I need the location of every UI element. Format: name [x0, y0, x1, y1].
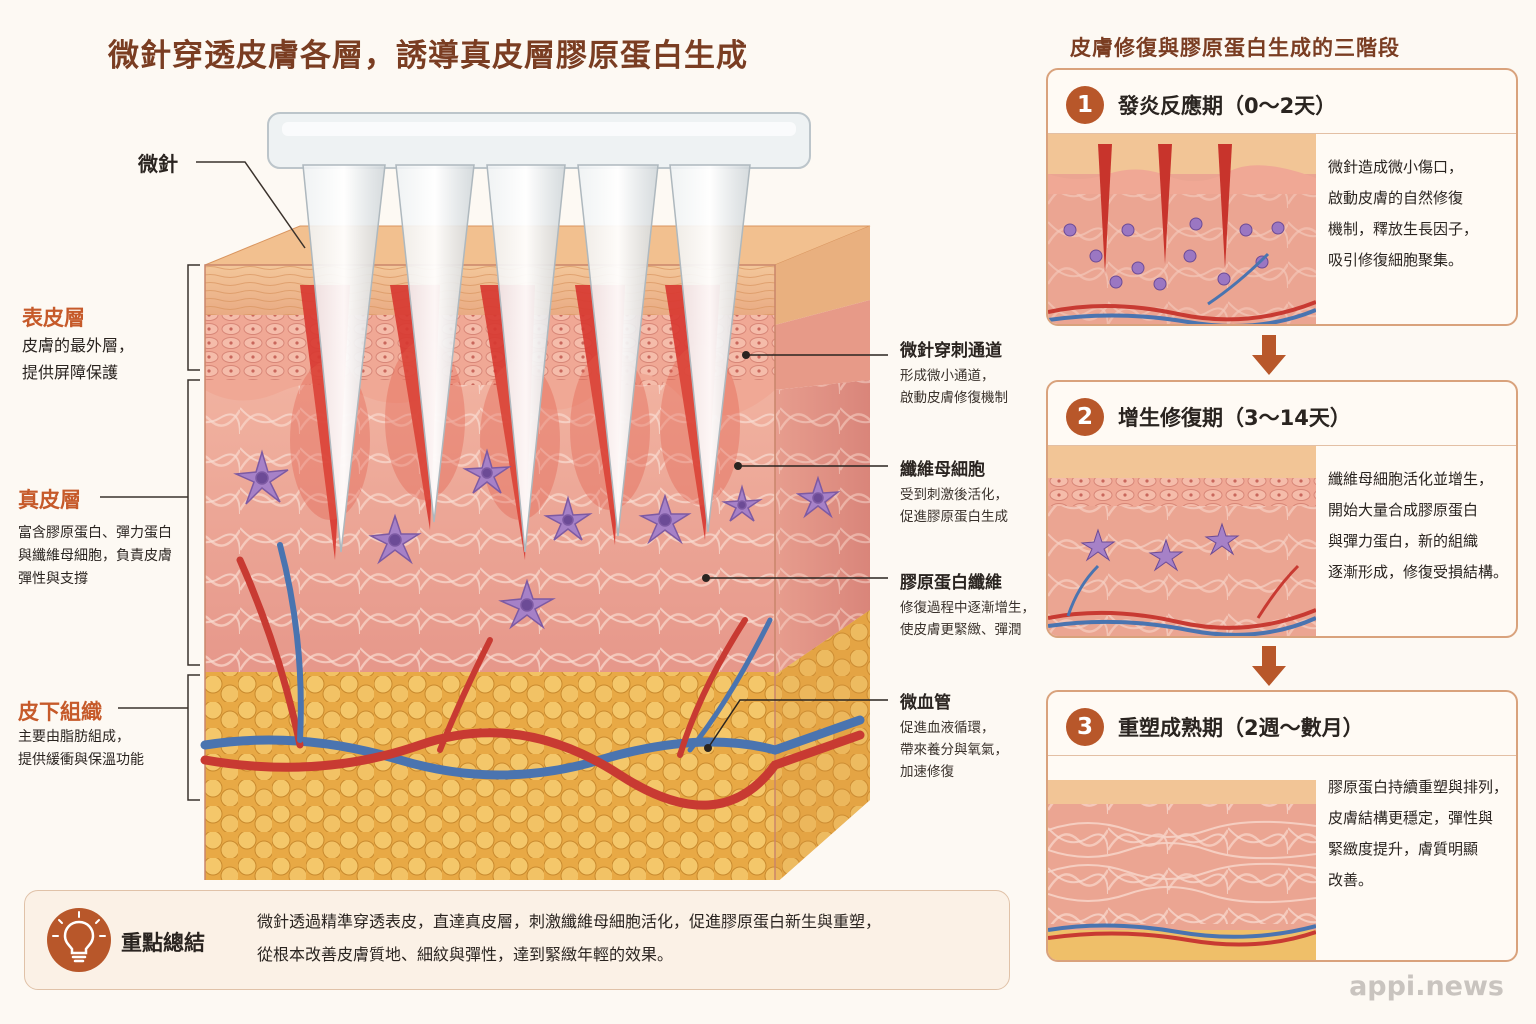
callout-title: 微血管: [900, 693, 951, 713]
stage-card-3: 3 重塑成熟期（2週～數月） 膠原蛋白持續重塑與排列， 皮膚結構更穩定，彈性與 …: [1046, 690, 1518, 962]
stage-text-line: 逐漸形成，修復受損結構。: [1328, 563, 1509, 581]
stage-header: 2 增生修復期（3～14天）: [1066, 398, 1351, 436]
layer-desc-line: 彈性與支撐: [18, 571, 88, 587]
arrow-down-icon: [1252, 646, 1286, 686]
callout-desc-line: 帶來養分與氧氣，: [900, 742, 1008, 758]
stage-divider: [1048, 133, 1516, 134]
skin-cross-section-illustration: [100, 112, 888, 880]
callout-desc: 促進血液循環， 帶來養分與氧氣， 加速修復: [900, 717, 1008, 783]
layer-desc-line: 提供緩衝與保溫功能: [18, 752, 144, 768]
stage-description: 膠原蛋白持續重塑與排列， 皮膚結構更穩定，彈性與 緊緻度提升，膚質明顯 改善。: [1328, 772, 1508, 896]
callout-desc-line: 修復過程中逐漸增生，: [900, 600, 1035, 616]
stage-card-2: 2 增生修復期（3～14天） 纖維母細胞活化並增生， 開始大量合成膠原蛋白 與彈…: [1046, 380, 1518, 638]
callout-fibroblast: 纖維母細胞 受到刺激後活化， 促進膠原蛋白生成: [900, 455, 1008, 528]
layer-desc-epidermis: 皮膚的最外層， 提供屏障保護: [22, 332, 134, 386]
stage-title: 增生修復期（3～14天）: [1118, 406, 1351, 430]
callout-desc: 受到刺激後活化， 促進膠原蛋白生成: [900, 484, 1008, 528]
main-title: 微針穿透皮膚各層，誘導真皮層膠原蛋白生成: [108, 38, 748, 74]
callout-desc-line: 形成微小通道，: [900, 368, 995, 384]
layer-desc-line: 富含膠原蛋白、彈力蛋白: [18, 525, 172, 541]
stage-divider: [1048, 755, 1516, 756]
stage-text-line: 與彈力蛋白，新的組織: [1328, 532, 1479, 550]
watermark: appi.news: [1349, 971, 1504, 1002]
stage-number-badge: 1: [1066, 86, 1104, 124]
callout-puncture-channel: 微針穿刺通道 形成微小通道， 啟動皮膚修復機制: [900, 336, 1008, 409]
callout-title: 微針穿刺通道: [900, 341, 1002, 361]
callout-desc: 修復過程中逐漸增生， 使皮膚更緊緻、彈潤: [900, 597, 1035, 641]
needle-label: 微針: [138, 152, 178, 176]
stage-description: 微針造成微小傷口， 啟動皮膚的自然修復 機制，釋放生長因子， 吸引修復細胞聚集。: [1328, 152, 1478, 276]
arrow-down-icon: [1252, 335, 1286, 375]
callout-desc-line: 促進膠原蛋白生成: [900, 509, 1008, 525]
layer-desc-line: 與纖維母細胞，負責皮膚: [18, 548, 172, 564]
callout-desc-line: 使皮膚更緊緻、彈潤: [900, 622, 1022, 638]
stage-card-1: 1 發炎反應期（0～2天） 微針造成微小傷口， 啟動皮膚的自然修復 機制，釋放生…: [1046, 68, 1518, 326]
stage-number-badge: 3: [1066, 708, 1104, 746]
layer-desc-line: 提供屏障保護: [22, 363, 119, 382]
stage-text-line: 機制，釋放生長因子，: [1328, 220, 1479, 238]
lightbulb-icon: [47, 908, 111, 972]
stage-text-line: 膠原蛋白持續重塑與排列，: [1328, 778, 1509, 796]
stage-text-line: 纖維母細胞活化並增生，: [1328, 470, 1494, 488]
callout-desc-line: 啟動皮膚修復機制: [900, 390, 1008, 406]
stage-number-badge: 2: [1066, 398, 1104, 436]
callout-desc-line: 加速修復: [900, 764, 954, 780]
layer-desc-subcutaneous: 主要由脂肪組成， 提供緩衝與保溫功能: [18, 726, 144, 772]
callout-desc-line: 受到刺激後活化，: [900, 487, 1008, 503]
layer-name-epidermis: 表皮層: [22, 306, 85, 330]
stage-2-illustration: [1048, 446, 1316, 636]
stage-header: 1 發炎反應期（0～2天）: [1066, 86, 1336, 124]
stages-heading: 皮膚修復與膠原蛋白生成的三階段: [1070, 36, 1400, 60]
layer-name-subcutaneous: 皮下組織: [18, 700, 102, 724]
stage-text-line: 吸引修復細胞聚集。: [1328, 251, 1464, 269]
layer-desc-dermis: 富含膠原蛋白、彈力蛋白 與纖維母細胞，負責皮膚 彈性與支撐: [18, 522, 172, 591]
stage-3-illustration: [1048, 780, 1316, 960]
callout-collagen-fiber: 膠原蛋白纖維 修復過程中逐漸增生， 使皮膚更緊緻、彈潤: [900, 568, 1035, 641]
layer-desc-line: 皮膚的最外層，: [22, 336, 135, 355]
callout-microvessel: 微血管 促進血液循環， 帶來養分與氧氣， 加速修復: [900, 688, 1008, 783]
layer-desc-line: 主要由脂肪組成，: [18, 729, 130, 745]
callout-title: 纖維母細胞: [900, 460, 985, 480]
stage-text-line: 開始大量合成膠原蛋白: [1328, 501, 1479, 519]
summary-text-line: 微針透過精準穿透表皮，直達真皮層，刺激纖維母細胞活化，促進膠原蛋白新生與重塑，: [257, 912, 882, 931]
summary-text-line: 從根本改善皮膚質地、細紋與彈性，達到緊緻年輕的效果。: [257, 945, 674, 964]
stage-text-line: 皮膚結構更穩定，彈性與: [1328, 809, 1494, 827]
stage-text-line: 微針造成微小傷口，: [1328, 158, 1464, 176]
stage-title: 重塑成熟期（2週～數月）: [1118, 716, 1364, 740]
callout-desc: 形成微小通道， 啟動皮膚修復機制: [900, 365, 1008, 409]
stage-description: 纖維母細胞活化並增生， 開始大量合成膠原蛋白 與彈力蛋白，新的組織 逐漸形成，修…: [1328, 464, 1508, 588]
stage-1-illustration: [1048, 134, 1316, 324]
stage-header: 3 重塑成熟期（2週～數月）: [1066, 708, 1364, 746]
callout-desc-line: 促進血液循環，: [900, 720, 995, 736]
stage-divider: [1048, 445, 1516, 446]
stage-title: 發炎反應期（0～2天）: [1118, 94, 1337, 118]
summary-box: 重點總結 微針透過精準穿透表皮，直達真皮層，刺激纖維母細胞活化，促進膠原蛋白新生…: [24, 890, 1010, 990]
stage-text-line: 緊緻度提升，膚質明顯: [1328, 840, 1479, 858]
summary-text: 微針透過精準穿透表皮，直達真皮層，刺激纖維母細胞活化，促進膠原蛋白新生與重塑， …: [257, 905, 881, 971]
layer-name-dermis: 真皮層: [18, 488, 81, 512]
stage-text-line: 改善。: [1328, 871, 1374, 889]
callout-title: 膠原蛋白纖維: [900, 573, 1002, 593]
summary-title: 重點總結: [121, 931, 205, 955]
stage-text-line: 啟動皮膚的自然修復: [1328, 189, 1464, 207]
